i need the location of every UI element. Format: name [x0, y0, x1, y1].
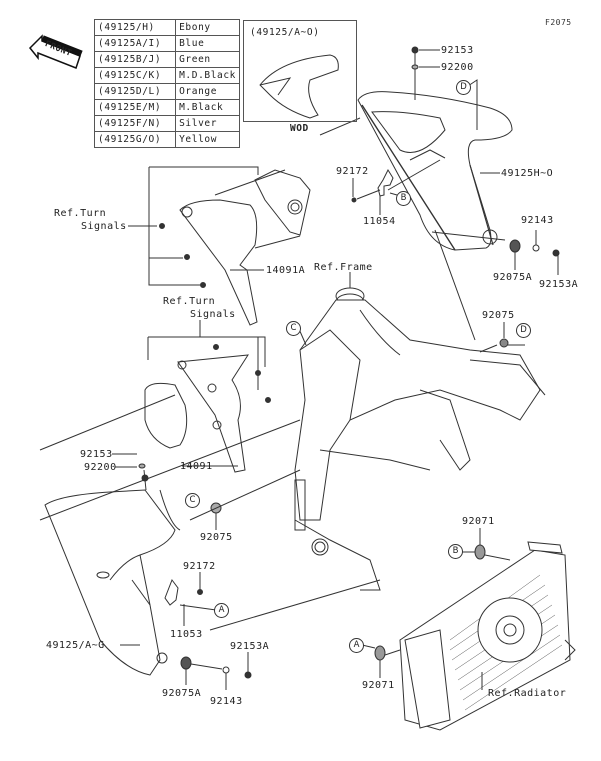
part-label-49125H-O[interactable]: 49125H~O [501, 168, 554, 179]
color-variant-table: (49125/H)Ebony (49125A/I)Blue (49125B/J)… [93, 19, 240, 148]
table-row: (49125A/I)Blue [93, 35, 240, 52]
ref-frame-label: Ref.Frame [314, 262, 373, 273]
ref-turn-signals-label: Signals [190, 309, 236, 320]
table-row: (49125B/J)Green [93, 51, 240, 68]
screw-icon [159, 223, 165, 229]
part-label-92075A[interactable]: 92075A [493, 272, 533, 283]
table-row: (49125G/O)Yellow [93, 131, 240, 148]
part-label-92143[interactable]: 92143 [521, 215, 554, 226]
part-label-92075[interactable]: 92075 [200, 532, 233, 543]
part-label-14091[interactable]: 14091 [180, 461, 213, 472]
part-label-92200[interactable]: 92200 [441, 62, 474, 73]
callout-b: B [396, 191, 411, 206]
ref-turn-signals-label: Signals [81, 221, 127, 232]
part-label-92200[interactable]: 92200 [84, 462, 117, 473]
screw-icon [184, 254, 190, 260]
part-label-92075[interactable]: 92075 [482, 310, 515, 321]
table-row: (49125E/M)M.Black [93, 99, 240, 116]
callout-c: C [185, 493, 200, 508]
lower-left-cowl [44, 489, 176, 676]
callout-a: A [349, 638, 364, 653]
washer-icon [411, 64, 419, 70]
part-label-92153A[interactable]: 92153A [230, 641, 270, 652]
table-row: (49125D/L)Orange [93, 83, 240, 100]
part-label-92071[interactable]: 92071 [362, 680, 395, 691]
part-label-92153A[interactable]: 92153A [539, 279, 579, 290]
part-label-14091A[interactable]: 14091A [266, 265, 306, 276]
ref-turn-signals-label: Ref.Turn [163, 296, 216, 307]
inset-cowl-drawing [259, 54, 339, 119]
inset-title: (49125/A~O) [250, 27, 320, 38]
part-label-92153[interactable]: 92153 [441, 45, 474, 56]
bracket-11053 [164, 578, 179, 606]
table-row: (49125C/K)M.D.Black [93, 67, 240, 84]
part-label-92153[interactable]: 92153 [80, 449, 113, 460]
bracket-14091A [179, 169, 311, 326]
part-label-92071[interactable]: 92071 [462, 516, 495, 527]
front-arrow-icon [28, 34, 83, 69]
screw-icon [200, 282, 206, 288]
part-label-92075A[interactable]: 92075A [162, 688, 202, 699]
screw-icon [411, 46, 419, 54]
part-label-92143[interactable]: 92143 [210, 696, 243, 707]
inset-box: (49125/A~O) [243, 20, 357, 122]
table-row: (49125F/N)Silver [93, 115, 240, 132]
table-row: (49125/H)Ebony [93, 19, 240, 36]
part-label-92172[interactable]: 92172 [183, 561, 216, 572]
callout-a: A [214, 603, 229, 618]
grommet-icon [509, 239, 521, 253]
ref-turn-signals-label: Ref.Turn [54, 208, 107, 219]
radiator [399, 541, 576, 731]
figure-id: F2075 [545, 18, 572, 27]
part-label-49125-A-G[interactable]: 49125/A~G [46, 640, 105, 651]
ref-radiator-label: Ref.Radiator [488, 688, 567, 699]
grommet-icon [499, 338, 509, 348]
callout-b: B [448, 544, 463, 559]
bracket-14091 [144, 354, 249, 473]
inset-caption: WOD [290, 123, 309, 134]
callout-d: D [516, 323, 531, 338]
frame [294, 287, 546, 591]
part-label-11053[interactable]: 11053 [170, 629, 203, 640]
callout-d: D [456, 80, 471, 95]
part-label-11054[interactable]: 11054 [363, 216, 396, 227]
part-label-92172[interactable]: 92172 [336, 166, 369, 177]
bracket-11054 [351, 159, 441, 203]
upper-right-cowl [357, 91, 513, 251]
callout-c: C [286, 321, 301, 336]
